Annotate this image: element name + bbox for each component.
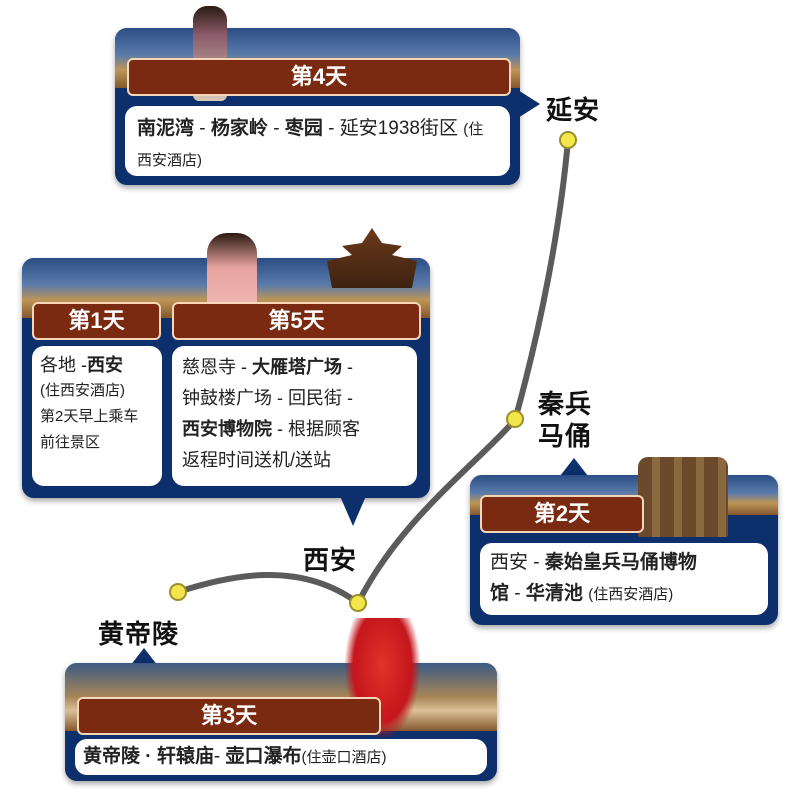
day2-content: 西安 - 秦始皇兵马俑博物 馆 - 华清池 (住西安酒店) bbox=[480, 543, 768, 615]
stop-marker-yanan bbox=[559, 131, 577, 149]
day1-label: 第1天 bbox=[32, 302, 161, 340]
day4-content: 南泥湾 - 杨家岭 - 枣园 - 延安1938街区 (住西安酒店) bbox=[125, 106, 510, 176]
day3-pointer bbox=[130, 648, 158, 666]
stop-marker-xian bbox=[349, 594, 367, 612]
day1-day5-card: 第1天 第5天 各地 -西安 (住西安酒店) 第2天早上乘车 前往景区 慈恩寺 … bbox=[22, 228, 430, 498]
day1-note-line2: 前往景区 bbox=[40, 434, 101, 451]
day5-spot-1: 大雁塔广场 bbox=[252, 357, 342, 377]
day4-spot-3: 枣园 bbox=[284, 118, 323, 139]
day4-card: 第4天 南泥湾 - 杨家岭 - 枣园 - 延安1938街区 (住西安酒店) bbox=[115, 6, 520, 185]
day2-hotel: (住西安酒店) bbox=[588, 586, 674, 603]
day3-content: 黄帝陵 · 轩辕庙- 壶口瀑布(住壶口酒店) bbox=[75, 739, 487, 775]
day5-line4: 返程时间送机/送站 bbox=[182, 450, 332, 470]
day1-destination: 西安 bbox=[87, 355, 123, 375]
day3-label: 第3天 bbox=[77, 697, 381, 735]
stop-marker-huangdiling bbox=[169, 583, 187, 601]
day2-spot-2: 华清池 bbox=[525, 583, 583, 604]
day5-content: 慈恩寺 - 大雁塔广场 - 钟鼓楼广场 - 回民街 - 西安博物院 - 根据顾客… bbox=[172, 346, 417, 486]
route-line bbox=[175, 137, 571, 608]
day2-label: 第2天 bbox=[480, 495, 644, 533]
day3-spot-1: 黄帝陵 · 轩辕庙 bbox=[83, 746, 214, 767]
day2-pointer bbox=[560, 458, 588, 476]
city-yanan: 延安 bbox=[546, 95, 601, 125]
day3-hotel: (住壶口酒店) bbox=[301, 749, 387, 766]
day5-label: 第5天 bbox=[172, 302, 421, 340]
day5-line2: 钟鼓楼广场 - 回民街 - bbox=[182, 388, 353, 408]
day1-5-pointer bbox=[340, 496, 366, 526]
stop-marker-qinbing-mayong bbox=[506, 410, 524, 428]
day4-hotel: (住西安酒店) bbox=[137, 121, 484, 169]
terracotta-warriors-image bbox=[638, 457, 728, 537]
city-huangdiling: 黄帝陵 bbox=[98, 619, 180, 649]
day4-spot-2: 杨家岭 bbox=[210, 118, 268, 139]
day2-card: 第2天 西安 - 秦始皇兵马俑博物 馆 - 华清池 (住西安酒店) bbox=[470, 457, 778, 625]
day4-pointer bbox=[518, 90, 540, 118]
day2-spot-1-end: 馆 bbox=[490, 583, 510, 604]
day3-spot-2: 壶口瀑布 bbox=[225, 746, 302, 767]
day2-spot-1: 秦始皇兵马俑博物 bbox=[544, 552, 697, 573]
day5-spot-2: 西安博物院 bbox=[182, 419, 272, 439]
city-xian: 西安 bbox=[303, 545, 358, 575]
day4-spot-1: 南泥湾 bbox=[137, 118, 195, 139]
day1-note-line1: 第2天早上乘车 bbox=[40, 408, 139, 425]
city-qinbing-mayong: 秦兵马俑 bbox=[538, 389, 593, 451]
day1-content: 各地 -西安 (住西安酒店) 第2天早上乘车 前往景区 bbox=[32, 346, 162, 486]
day4-rest: - 延安1938街区 bbox=[322, 118, 458, 139]
day3-card: 第3天 黄帝陵 · 轩辕庙- 壶口瀑布(住壶口酒店) bbox=[65, 618, 497, 781]
day4-label: 第4天 bbox=[127, 58, 511, 96]
day1-hotel: (住西安酒店) bbox=[40, 382, 125, 399]
